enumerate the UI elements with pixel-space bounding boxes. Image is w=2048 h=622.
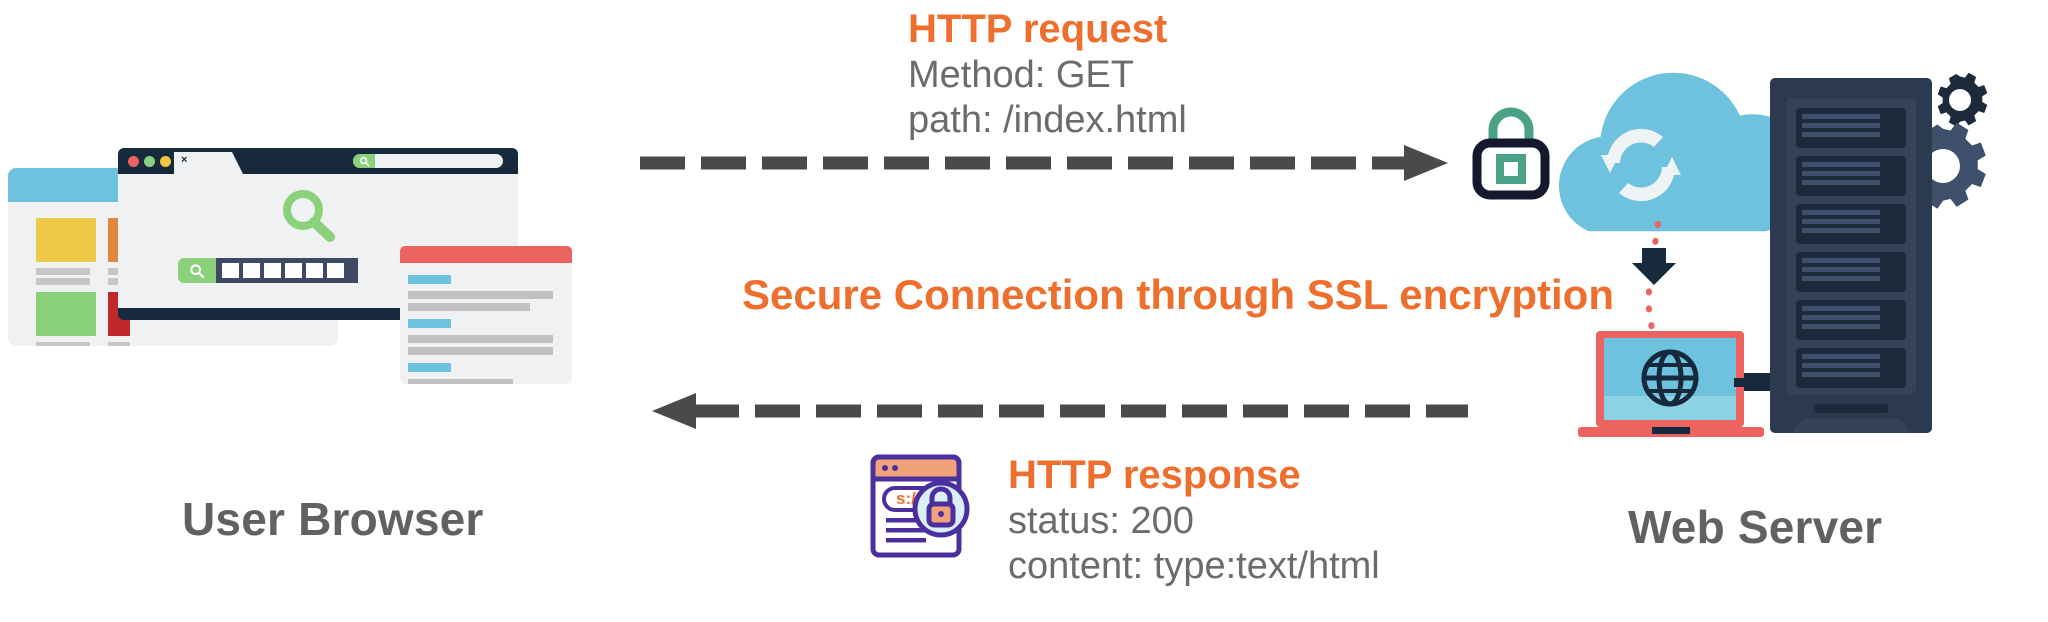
content-line	[108, 342, 130, 346]
web-server-label: Web Server	[1628, 501, 1883, 553]
http-response-text-block: HTTP response status: 200 content: type:…	[1008, 452, 1380, 589]
padlock-icon	[1468, 100, 1554, 205]
https-document-glyph: s://	[870, 454, 970, 558]
window-maximize-dot[interactable]	[160, 156, 171, 167]
content-line	[36, 342, 90, 346]
https-document-icon: s://	[868, 452, 972, 569]
card-content	[8, 202, 338, 346]
browser-tab[interactable]	[174, 152, 243, 174]
result-link[interactable]	[408, 363, 451, 372]
result-text-line	[408, 335, 553, 343]
http-response-content-type: content: type:text/html	[1008, 545, 1380, 588]
sync-arrows-icon	[1601, 128, 1681, 202]
user-browser-label: User Browser	[182, 493, 484, 545]
page-search-input[interactable]	[178, 258, 358, 283]
http-request-text-block: HTTP request Method: GET path: /index.ht…	[908, 6, 1187, 143]
content-block-yellow	[36, 218, 96, 262]
window-close-dot[interactable]	[128, 156, 139, 167]
server-slot-lines	[1802, 114, 1880, 377]
globe-icon	[1641, 349, 1699, 407]
page-search-button[interactable]	[178, 258, 216, 283]
search-results-card	[400, 246, 572, 384]
arrow-left-dashed	[640, 388, 1480, 439]
padlock-glyph	[1472, 107, 1550, 200]
search-glyph	[359, 156, 369, 166]
results-header-bar	[400, 246, 572, 263]
arrow-right-dashed	[636, 140, 1466, 191]
address-bar-search-icon[interactable]	[353, 154, 375, 168]
result-link[interactable]	[408, 275, 451, 284]
http-request-heading: HTTP request	[908, 7, 1168, 51]
content-line	[36, 268, 90, 275]
search-char-cell	[306, 263, 323, 278]
response-arrow-glyph	[652, 393, 1468, 429]
http-response-status: status: 200	[1008, 500, 1194, 543]
tab-close-icon[interactable]: ×	[181, 154, 188, 166]
magnifier-icon	[278, 186, 338, 251]
server-plug-icon	[1734, 373, 1774, 391]
search-char-cell	[243, 263, 260, 278]
http-response-heading: HTTP response	[1008, 453, 1301, 497]
server-rack-illustration	[1548, 28, 2048, 458]
cloud-sync-icon	[1558, 72, 1813, 232]
server-tower	[1770, 78, 1932, 433]
request-arrow-glyph	[640, 145, 1448, 181]
search-glyph	[190, 263, 205, 278]
server-illustration-glyph	[1558, 72, 1988, 437]
content-line	[36, 278, 90, 285]
ssl-connection-label: Secure Connection through SSL encryption	[742, 271, 1614, 318]
http-request-method: Method: GET	[908, 54, 1134, 97]
result-text-line	[408, 291, 553, 299]
result-text-line	[408, 347, 553, 355]
http-request-path: path: /index.html	[908, 99, 1187, 142]
result-text-line	[408, 303, 530, 311]
content-block-green	[36, 292, 96, 336]
search-char-cell	[264, 263, 281, 278]
search-char-cell	[222, 263, 239, 278]
search-char-cell	[327, 263, 344, 278]
magnifier-glyph	[283, 190, 335, 242]
result-link[interactable]	[408, 319, 451, 328]
browser-address-bar[interactable]	[353, 154, 503, 168]
window-minimize-dot[interactable]	[144, 156, 155, 167]
laptop-globe-icon	[1578, 331, 1764, 437]
result-text-line	[408, 379, 513, 384]
search-char-cell	[285, 263, 302, 278]
